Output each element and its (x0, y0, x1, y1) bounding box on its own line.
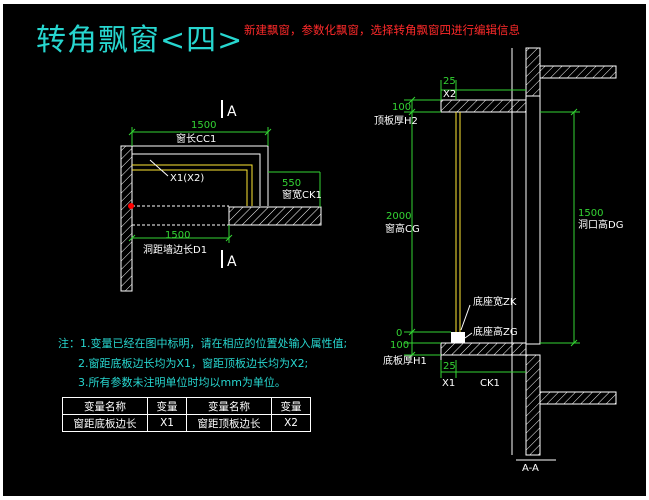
dim-top-value: 1500 (191, 120, 217, 131)
section-wall-top (525, 47, 541, 97)
section-top-slab (440, 99, 527, 113)
insertion-point-marker (128, 203, 134, 209)
v2000: 2000 (386, 211, 412, 222)
opening-height-label: 洞口高DG (578, 220, 624, 231)
sill-width-label: 底座宽ZK (473, 297, 517, 308)
dim-top-label: 窗长CC1 (176, 134, 217, 145)
x1x2-label: X1(X2) (170, 173, 205, 184)
top-thickness-label: 顶板厚H2 (374, 116, 418, 127)
x1-label: X1 (442, 378, 456, 389)
table-header-cell: 变量名称 (186, 397, 272, 415)
table-header-row: 变量名称 变量 变量名称 变量 (62, 397, 311, 415)
page-title: 转角飘窗<四> (36, 23, 244, 58)
table-header-cell: 变量 (147, 397, 187, 415)
table-row: 窗距底板边长 X1 窗距顶板边长 X2 (62, 414, 311, 432)
table-cell: X2 (271, 414, 311, 432)
sill-height-label: 底座高ZG (473, 327, 518, 338)
table-cell: 窗距底板边长 (62, 414, 148, 432)
dim-side-value: 550 (282, 178, 302, 189)
section-mark-top: A (227, 104, 237, 120)
section-sill-base (451, 332, 465, 343)
dim-bottom-label: 洞距墙边长D1 (143, 245, 208, 256)
v0: 0 (396, 328, 403, 339)
plan-wall-left (120, 145, 133, 292)
dim-bottom-value: 1500 (165, 230, 191, 241)
plan-view (120, 100, 322, 292)
v100-bottom: 100 (390, 340, 410, 351)
plan-window-glass (132, 164, 253, 206)
variable-table: 变量名称 变量 变量名称 变量 窗距底板边长 X1 窗距顶板边长 X2 (62, 397, 311, 432)
v100-top: 100 (392, 102, 412, 113)
v1500: 1500 (578, 208, 604, 219)
section-bottom-slab (440, 342, 527, 356)
dim-25-top: 25 (443, 76, 456, 87)
bottom-thickness-label: 底板厚H1 (383, 356, 427, 367)
ck1-label: CK1 (480, 378, 500, 389)
table-header-cell: 变量 (271, 397, 311, 415)
table-cell: X1 (147, 414, 187, 432)
section-wall-bottom (525, 354, 541, 456)
subtitle-instruction: 新建飘窗，参数化飘窗，选择转角飘窗四进行编辑信息 (244, 23, 520, 37)
plan-slab (228, 206, 322, 226)
section-name: A-A (522, 463, 539, 474)
note-3: 3.所有参数未注明单位时均以mm为单位。 (78, 376, 286, 389)
section-mark-bottom: A (227, 254, 237, 270)
dim-side-label: 窗宽CK1 (282, 190, 322, 201)
section-view (404, 47, 617, 461)
note-1: 注：1.变量已经在图中标明，请在相应的位置处输入属性值; (58, 337, 348, 350)
note-2: 2.窗距底板边长均为X1，窗距顶板边长均为X2; (78, 357, 309, 370)
table-cell: 窗距顶板边长 (186, 414, 272, 432)
dim-25-bottom: 25 (443, 361, 456, 372)
x2-label: X2 (443, 89, 457, 100)
table-header-cell: 变量名称 (62, 397, 148, 415)
window-height-label: 窗高CG (385, 224, 420, 235)
